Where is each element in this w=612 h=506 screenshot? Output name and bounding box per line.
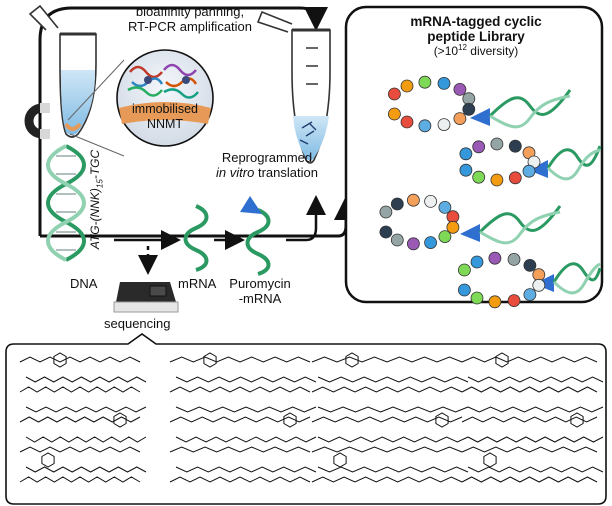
amino-acid-bead: [470, 291, 484, 305]
library-title-line2: peptide Library: [427, 29, 525, 44]
sequencer-icon: [113, 282, 179, 313]
amino-acid-bead: [522, 164, 536, 178]
right-tube: [256, 10, 331, 164]
amino-acid-bead: [523, 288, 537, 302]
puromycin-line1: Puromycin: [229, 276, 291, 291]
amino-acid-bead: [462, 92, 476, 106]
panning-label: bioaffinity panning, RT-PCR amplificatio…: [104, 4, 276, 34]
puromycin-mrna-icon: [240, 196, 271, 276]
amino-acid-bead: [472, 170, 486, 184]
amino-acid-bead: [462, 102, 476, 116]
nnmt-line2: NNMT: [146, 117, 184, 131]
mrna-strand-icon: [183, 204, 209, 272]
puromycin-label: Puromycin -mRNA: [222, 276, 298, 306]
amino-acid-bead: [387, 87, 401, 101]
amino-acid-bead: [453, 83, 467, 96]
peptide-construct-2: [528, 145, 602, 181]
panning-line1: bioaffinity panning,: [135, 4, 245, 19]
peptide-construct-3: [460, 205, 562, 245]
amino-acid-bead: [490, 137, 504, 151]
peptide-bead-chains: [379, 75, 546, 309]
amino-acid-bead: [459, 147, 473, 161]
amino-acid-bead: [446, 220, 460, 234]
amino-acid-bead: [406, 237, 420, 251]
translation-label: Reprogrammed in vitro translation: [194, 150, 340, 180]
amino-acid-bead: [472, 140, 486, 154]
diversity-prefix: (>10: [433, 44, 459, 58]
amino-acid-bead: [457, 283, 471, 297]
peptide-construct-1: [470, 89, 572, 129]
dna-helix-icon: [46, 144, 86, 262]
nnmt-bead-circle: [116, 49, 214, 147]
amino-acid-bead: [406, 193, 420, 207]
amino-acid-bead: [438, 230, 452, 244]
panning-line2: RT-PCR amplification: [127, 19, 253, 34]
amino-acid-bead: [523, 258, 537, 272]
amino-acid-bead: [457, 263, 471, 277]
translation-rest: translation: [254, 165, 318, 180]
amino-acid-bead: [488, 251, 502, 265]
dna-seq-sub: 15: [95, 179, 105, 189]
cycle-loop-arrow: [38, 6, 328, 236]
translation-italic: in vitro: [216, 165, 255, 180]
library-title: mRNA-tagged cyclic peptide Library: [372, 14, 580, 44]
amino-acid-bead: [387, 107, 401, 121]
dna-seq-suffix: -TGC: [88, 149, 103, 180]
amino-acid-bead: [470, 255, 484, 269]
amino-acid-bead: [418, 119, 432, 133]
dna-sequence-label: ATG-(NNK)15-TGC: [88, 149, 105, 250]
amino-acid-bead: [508, 139, 522, 153]
amino-acid-bead: [400, 115, 414, 129]
puromycin-to-tube-arrow: [286, 195, 326, 242]
amino-acid-bead: [379, 225, 393, 239]
cyclic-peptide-structures: [19, 352, 604, 483]
sequencing-label: sequencing: [104, 316, 171, 331]
library-diversity: (>1012 diversity): [372, 44, 580, 59]
amino-acid-bead: [532, 278, 546, 292]
puromycin-line2: -mRNA: [238, 291, 282, 306]
magnet-icon: [24, 103, 50, 139]
amino-acid-bead: [446, 210, 460, 224]
nnmt-line1: immobilised: [132, 102, 198, 116]
amino-acid-bead: [508, 171, 522, 185]
amino-acid-bead: [418, 75, 432, 89]
dna-label: DNA: [70, 276, 98, 291]
amino-acid-bead: [507, 252, 521, 266]
diversity-exponent: 12: [458, 43, 467, 52]
amino-acid-bead: [424, 194, 438, 208]
amino-acid-bead: [507, 294, 521, 308]
amino-acid-bead: [424, 236, 438, 250]
amino-acid-bead: [438, 200, 452, 214]
amino-acid-bead: [490, 173, 504, 187]
amino-acid-bead: [400, 79, 414, 93]
diversity-suffix: diversity): [466, 44, 519, 58]
library-title-line1: mRNA-tagged cyclic: [410, 14, 542, 29]
amino-acid-bead: [437, 77, 451, 90]
nnmt-label: immobilised NNMT: [125, 102, 205, 132]
amino-acid-bead: [390, 197, 404, 211]
amino-acid-bead: [459, 163, 473, 177]
dna-seq-prefix: ATG-(NNK): [88, 188, 103, 250]
amino-acid-bead: [390, 233, 404, 247]
amino-acid-bead: [453, 112, 467, 125]
amino-acid-bead: [379, 205, 393, 219]
amino-acid-bead: [488, 295, 502, 309]
amino-acid-bead: [437, 118, 451, 131]
translation-line1: Reprogrammed: [221, 150, 313, 165]
mrna-label: mRNA: [178, 276, 217, 291]
